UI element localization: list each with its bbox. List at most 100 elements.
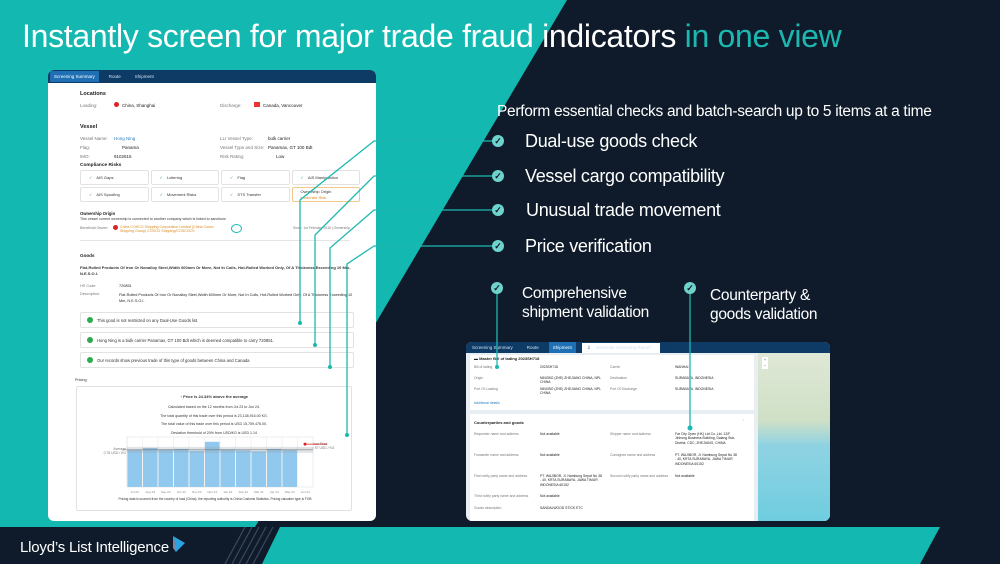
field-value: Far City Open (HK) Ltd Co.,Ltd. 12/F Jin… <box>675 432 736 445</box>
additional-details-link[interactable]: Additional details <box>474 401 500 405</box>
price-bar <box>267 448 282 487</box>
field-label: Destination <box>610 376 627 380</box>
map-panel[interactable]: +− <box>758 353 830 521</box>
imo-value: 9102615 <box>114 154 132 159</box>
brand-logo-icon <box>173 536 185 552</box>
screening-summary-screenshot: Screening Summary Route Shipment Locatio… <box>48 70 376 521</box>
pricing-panel: ↑ Price is 24.34% above the average Calc… <box>76 386 352 511</box>
price-bar <box>189 450 204 487</box>
month-tick: Sep 23 <box>161 490 171 494</box>
month-tick: Nov 23 <box>192 490 202 494</box>
risk-ais-manipulation[interactable]: ✓AIS Manipulation <box>291 170 360 185</box>
field-label: Shipper name and address <box>610 432 651 436</box>
your-price-marker <box>303 442 307 446</box>
locations-heading: Locations <box>80 91 106 97</box>
tab-shipment[interactable]: Shipment <box>548 342 576 353</box>
discharge-label: Discharge: <box>220 103 242 108</box>
tab-shipment[interactable]: Shipment <box>134 74 154 79</box>
pricing-details: Calculated based on the 12 months from J… <box>160 405 268 435</box>
risk-movement[interactable]: ✓Movement Risks <box>150 187 219 202</box>
goods-checks: This good is not restricted on any Dual-… <box>80 312 354 368</box>
vessel-size-label: Vessel Type and Size: <box>220 145 265 150</box>
vessel-type-label: LLI Vessel Type: <box>220 136 253 141</box>
check-icon: ✓ <box>492 240 504 252</box>
risk-sts-transfer[interactable]: ✓STS Transfer <box>221 187 290 202</box>
collapse-icon[interactable]: ⌃ <box>742 419 745 423</box>
china-flag-icon <box>113 225 118 230</box>
field-value: WANHAI <box>675 365 689 369</box>
field-label: Forwarder name and address <box>474 453 519 457</box>
month-tick: Jun 24 <box>301 490 310 494</box>
field-label: Port Of Discharge <box>610 387 637 391</box>
field-label: Port Of Loading <box>474 387 498 391</box>
price-bar <box>282 449 297 487</box>
shipment-screenshot: Screening Summary Route Shipment ⇩ Gener… <box>466 342 830 521</box>
field-label: Requester name and address <box>474 432 519 436</box>
zoom-controls[interactable]: +− <box>762 357 768 369</box>
counterparties-heading: Counterparties and goods <box>474 420 524 425</box>
risk-loitering[interactable]: ✓Loitering <box>150 170 219 185</box>
pricing-footer: Pricing data is sourced from the country… <box>118 497 312 501</box>
hs-code-label: HS Code: <box>80 284 97 288</box>
field-label: Second notify party name and address <box>610 474 669 478</box>
dual-use-check-result: This good is not restricted on any Dual-… <box>80 312 354 328</box>
field-value: PT. WAJIBOR, Jl. Nambung Sepat No 38 - 4… <box>675 453 737 466</box>
owner-label: Beneficial Owner: <box>80 226 109 230</box>
field-value: SANDALWOOD STICK ETC <box>540 506 583 510</box>
trade-movement-check-result: Our records show previous trade of this … <box>80 352 354 368</box>
bullet-price: Price verification <box>525 236 652 256</box>
vessel-name-label: Vessel Name: <box>80 136 108 141</box>
tab-route[interactable]: Route <box>526 345 539 350</box>
check-icon <box>87 357 93 363</box>
price-bar <box>220 449 235 487</box>
price-bar <box>158 449 173 487</box>
pricing-headline: ↑ Price is 24.34% above the average <box>179 394 249 399</box>
price-bar <box>251 451 266 487</box>
price-bar <box>174 448 189 487</box>
check-icon <box>87 317 93 323</box>
bill-of-lading-card: ▬ Master Bill of lading 2023SH718 Bill o… <box>470 355 754 410</box>
risk-ais-spoofing[interactable]: ✓AIS Spoofing <box>80 187 149 202</box>
month-tick: Oct 23 <box>177 490 186 494</box>
month-tick: Jul 23 <box>131 490 139 494</box>
divider <box>80 240 350 241</box>
field-value: SURABAYA, INDONESIA <box>675 376 714 380</box>
owner-link[interactable]: China COSCO Shipping Corporation Limited… <box>120 225 214 233</box>
month-tick: Jan 24 <box>223 490 232 494</box>
risk-rating-label: Risk Rating: <box>220 154 245 159</box>
page-title: Instantly screen for major trade fraud i… <box>22 18 842 54</box>
field-value: Not available <box>540 453 560 457</box>
network-icon[interactable] <box>231 224 242 233</box>
ownership-note: This vessel current ownership is connect… <box>80 217 226 221</box>
field-label: Origin <box>474 376 484 380</box>
hs-code-value: 720851 <box>119 284 132 288</box>
field-value: NINGBO (ZHE) ZHEJIANG CHINA, NPL CHINA <box>540 387 601 395</box>
month-tick: May 24 <box>285 490 295 494</box>
tab-route[interactable]: Route <box>108 74 121 79</box>
month-tick: Feb 24 <box>239 490 249 494</box>
flag-label: Flag: <box>80 145 91 150</box>
risk-ais-gaps[interactable]: ✓AIS Gaps <box>80 170 149 185</box>
check-icon: ✓ <box>492 170 504 182</box>
month-tick: Apr 24 <box>270 490 279 494</box>
compliance-grid: ✓AIS Gaps ✓Loitering ✓Flag ✓AIS Manipula… <box>80 170 360 202</box>
bullet-dual-use: Dual-use goods check <box>525 131 698 151</box>
price-bar <box>127 449 142 487</box>
tab-screening-summary[interactable]: Screening Summary <box>50 71 99 82</box>
field-value: Not available <box>540 494 560 498</box>
generate-report-button[interactable]: ⇩ Generate Screening Report <box>581 342 660 353</box>
vessel-name-link[interactable]: Hong Ning <box>114 136 136 141</box>
risk-flag[interactable]: ✓Flag <box>221 170 290 185</box>
tab-screening-summary[interactable]: Screening Summary <box>472 345 513 350</box>
description-value: Flat-Rolled Products Of Iron Or Nonalloy… <box>119 293 353 303</box>
field-value: Not available <box>675 474 695 478</box>
description-label: Description: <box>80 292 101 296</box>
check-icon: ✓ <box>684 282 696 294</box>
compliance-heading: Compliance Risks <box>80 163 122 168</box>
brand-logo: Lloyd’s List Intelligence <box>20 536 185 556</box>
field-label: First notify party name and address <box>474 474 528 478</box>
month-tick: Aug 23 <box>145 490 155 494</box>
